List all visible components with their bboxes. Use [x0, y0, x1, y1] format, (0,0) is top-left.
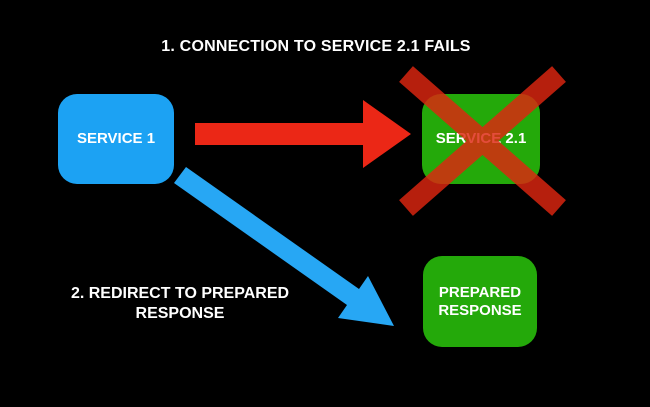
service1-label: SERVICE 1: [76, 130, 156, 147]
failed-connection-arrow-icon: [195, 100, 411, 168]
service2-1-node: SERVICE 2.1: [422, 94, 540, 184]
prepared-response-label-line1: PREPARED: [438, 283, 522, 301]
step2-caption: 2. REDIRECT TO PREPARED RESPONSE: [40, 284, 320, 324]
service2-1-label: SERVICE 2.1: [435, 130, 527, 147]
step2-caption-line2: RESPONSE: [135, 305, 225, 322]
prepared-response-label-line2: RESPONSE: [438, 301, 522, 319]
service1-node: SERVICE 1: [58, 94, 174, 184]
step1-caption: 1. CONNECTION TO SERVICE 2.1 FAILS: [161, 38, 471, 55]
step2-caption-line1: 2. REDIRECT TO PREPARED: [70, 285, 290, 302]
prepared-response-label: PREPARED RESPONSE: [438, 284, 521, 320]
prepared-response-node: PREPARED RESPONSE: [423, 256, 537, 347]
